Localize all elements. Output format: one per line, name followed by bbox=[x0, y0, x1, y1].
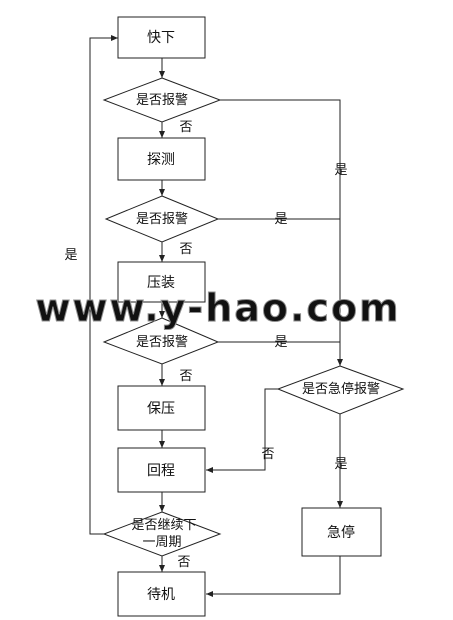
edge-alarm1-yes bbox=[220, 99, 343, 366]
label-continue-check-line1: 是否继续下 bbox=[131, 518, 196, 533]
node-detect bbox=[117, 137, 206, 181]
edge-label-no-4: 否 bbox=[177, 555, 190, 570]
watermark-text: www.y-hao.com bbox=[35, 286, 400, 330]
edge-label-yes-emergency: 是 bbox=[334, 457, 347, 472]
edge-label-no-3: 否 bbox=[179, 369, 192, 384]
label-continue-check-line2: 一周期 bbox=[142, 535, 181, 550]
edge-continue-yes-loop bbox=[89, 35, 118, 535]
node-emergency-check bbox=[276, 365, 405, 415]
edge-label-no-2: 否 bbox=[179, 242, 192, 257]
node-alarm-check-3 bbox=[102, 317, 220, 365]
edge-label-yes-1: 是 bbox=[334, 163, 347, 178]
node-fast-down bbox=[117, 16, 206, 59]
label-emergency-check: 是否急停报警 bbox=[302, 381, 380, 397]
node-continue-check bbox=[102, 511, 222, 557]
node-hold-pressure bbox=[117, 385, 206, 431]
node-alarm-check-1 bbox=[102, 77, 222, 123]
edge-label-yes-2: 是 bbox=[274, 212, 287, 227]
edge-estop-standby bbox=[206, 556, 341, 597]
label-standby: 待机 bbox=[147, 587, 175, 603]
edge-label-yes-continue: 是 bbox=[64, 248, 77, 263]
label-return-stroke: 回程 bbox=[147, 463, 175, 479]
label-emergency-stop: 急停 bbox=[327, 524, 355, 541]
edge-label-yes-3: 是 bbox=[274, 335, 287, 350]
node-emergency-stop bbox=[301, 507, 382, 557]
label-press-fit: 压装 bbox=[147, 275, 175, 291]
node-return-stroke bbox=[117, 447, 206, 493]
label-hold-pressure: 保压 bbox=[147, 401, 175, 417]
edge-label-no-emergency: 否 bbox=[261, 447, 274, 462]
label-alarm-check-1: 是否报警 bbox=[136, 92, 188, 108]
edge-emergency-no bbox=[206, 388, 278, 473]
label-alarm-check-3: 是否报警 bbox=[136, 334, 188, 350]
node-press-fit bbox=[117, 261, 206, 303]
label-fast-down: 快下 bbox=[147, 30, 175, 46]
label-alarm-check-2: 是否报警 bbox=[136, 211, 188, 227]
edge-label-no-1: 否 bbox=[179, 120, 192, 135]
label-detect: 探测 bbox=[147, 152, 175, 168]
node-alarm-check-2 bbox=[104, 195, 220, 243]
node-standby bbox=[117, 571, 206, 617]
